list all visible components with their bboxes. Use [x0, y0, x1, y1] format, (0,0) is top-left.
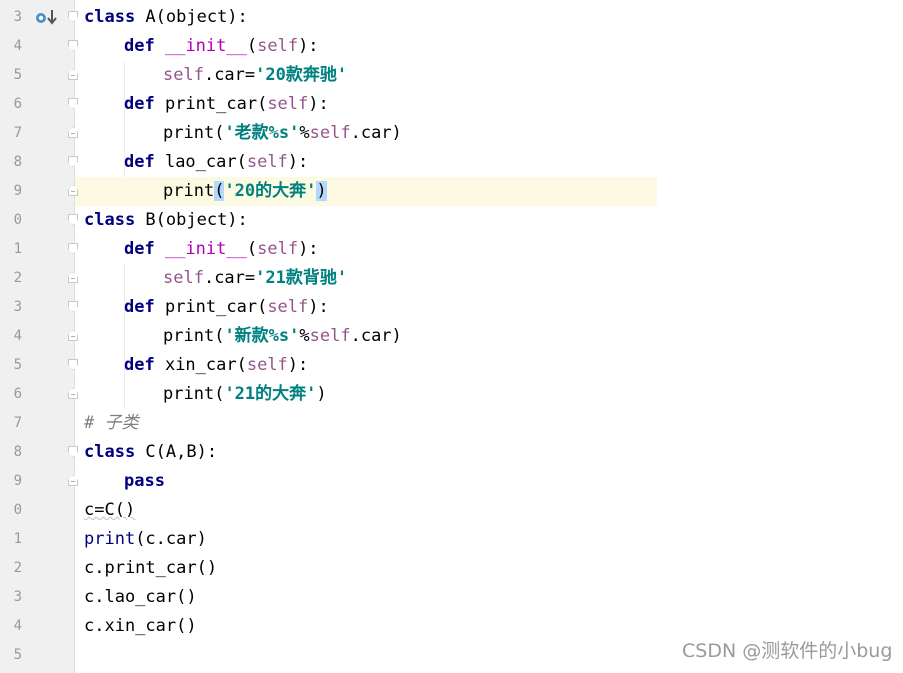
indent-guide	[124, 264, 125, 409]
line-number[interactable]: 1	[13, 531, 22, 547]
line-number[interactable]: 6	[13, 96, 22, 112]
line-number[interactable]: 9	[13, 183, 22, 199]
code-text[interactable]: def print_car(self):	[124, 94, 329, 114]
code-text[interactable]: def lao_car(self):	[124, 152, 309, 172]
line-number[interactable]: 2	[13, 560, 22, 576]
code-text[interactable]: class B(object):	[84, 210, 248, 230]
fold-toggle[interactable]	[68, 214, 78, 225]
code-line[interactable]: 5 self.car='20款奔驰'	[0, 61, 903, 90]
implemented-arrow-icon[interactable]	[47, 9, 57, 25]
line-number[interactable]: 4	[13, 328, 22, 344]
line-number[interactable]: 4	[13, 38, 22, 54]
indent-guide	[124, 61, 125, 206]
line-number[interactable]: 6	[13, 386, 22, 402]
code-text[interactable]: class A(object):	[84, 7, 248, 27]
code-line[interactable]: 4 def __init__(self):	[0, 32, 903, 61]
current-line-highlight	[75, 177, 657, 206]
code-line[interactable]: 2 self.car='21款背驰'	[0, 264, 903, 293]
code-line[interactable]: 1 print(c.car)	[0, 525, 903, 554]
line-number[interactable]: 5	[13, 357, 22, 373]
fold-toggle[interactable]	[68, 40, 78, 51]
fold-toggle[interactable]	[68, 272, 78, 283]
fold-toggle[interactable]	[68, 301, 78, 312]
fold-toggle[interactable]	[68, 98, 78, 109]
code-text[interactable]: def xin_car(self):	[124, 355, 309, 375]
code-line[interactable]: 0 class B(object):	[0, 206, 903, 235]
matched-bracket: )	[316, 181, 327, 201]
code-text[interactable]: def print_car(self):	[124, 297, 329, 317]
code-text[interactable]: c.print_car()	[84, 558, 218, 578]
line-number[interactable]: 9	[13, 473, 22, 489]
line-number[interactable]: 7	[13, 415, 22, 431]
line-number[interactable]: 0	[13, 502, 22, 518]
code-line[interactable]: 9 pass	[0, 467, 903, 496]
code-text[interactable]: print('新款%s'%self.car)	[163, 326, 402, 346]
fold-toggle[interactable]	[68, 388, 78, 399]
code-text[interactable]: pass	[124, 471, 165, 491]
code-text[interactable]: c.xin_car()	[84, 616, 197, 636]
code-line[interactable]: 4 c.xin_car()	[0, 612, 903, 641]
code-line[interactable]: 4 print('新款%s'%self.car)	[0, 322, 903, 351]
code-text[interactable]: c=C()	[84, 500, 136, 520]
code-text[interactable]: self.car='21款背驰'	[163, 268, 348, 288]
fold-toggle[interactable]	[68, 185, 78, 196]
code-line[interactable]: 3 c.lao_car()	[0, 583, 903, 612]
line-number[interactable]: 5	[13, 67, 22, 83]
line-number[interactable]: 7	[13, 125, 22, 141]
code-text[interactable]: self.car='20款奔驰'	[163, 65, 348, 85]
line-number[interactable]: 3	[13, 299, 22, 315]
fold-toggle[interactable]	[68, 69, 78, 80]
comment-text[interactable]: # 子类	[84, 413, 139, 433]
code-text[interactable]: print(c.car)	[84, 529, 207, 549]
code-text[interactable]: c.lao_car()	[84, 587, 197, 607]
code-line[interactable]: 7 print('老款%s'%self.car)	[0, 119, 903, 148]
code-text[interactable]: def __init__(self):	[124, 36, 319, 56]
code-line[interactable]: 2 c.print_car()	[0, 554, 903, 583]
code-line[interactable]: 6 def print_car(self):	[0, 90, 903, 119]
fold-toggle[interactable]	[68, 330, 78, 341]
line-number[interactable]: 2	[13, 270, 22, 286]
code-line[interactable]: 1 def __init__(self):	[0, 235, 903, 264]
watermark: CSDN @测软件的小bug	[682, 640, 893, 662]
fold-toggle[interactable]	[68, 359, 78, 370]
override-method-icon[interactable]	[35, 12, 47, 24]
line-number[interactable]: 3	[13, 589, 22, 605]
line-number[interactable]: 0	[13, 212, 22, 228]
fold-toggle[interactable]	[68, 446, 78, 457]
code-text[interactable]: class C(A,B):	[84, 442, 218, 462]
fold-toggle[interactable]	[68, 243, 78, 254]
code-line[interactable]: 0 c=C()	[0, 496, 903, 525]
code-line[interactable]: 3 def print_car(self):	[0, 293, 903, 322]
line-number[interactable]: 8	[13, 154, 22, 170]
line-number[interactable]: 4	[13, 618, 22, 634]
code-line[interactable]: 7 # 子类	[0, 409, 903, 438]
code-line[interactable]: 5 def xin_car(self):	[0, 351, 903, 380]
fold-toggle[interactable]	[68, 475, 78, 486]
current-code-line[interactable]: 9 print('20的大奔')	[0, 177, 903, 206]
code-text[interactable]: print('老款%s'%self.car)	[163, 123, 402, 143]
line-number[interactable]: 8	[13, 444, 22, 460]
code-line[interactable]: 8 def lao_car(self):	[0, 148, 903, 177]
code-text[interactable]: def __init__(self):	[124, 239, 319, 259]
code-line[interactable]: 3 class A(object):	[0, 3, 903, 32]
code-text[interactable]: print('21的大奔')	[163, 384, 327, 404]
code-line[interactable]: 5	[0, 641, 903, 670]
matched-bracket: (	[214, 181, 225, 201]
code-text[interactable]: print('20的大奔')	[163, 181, 327, 201]
code-line[interactable]: 8 class C(A,B):	[0, 438, 903, 467]
code-line[interactable]: 6 print('21的大奔')	[0, 380, 903, 409]
fold-toggle[interactable]	[68, 156, 78, 167]
line-number[interactable]: 1	[13, 241, 22, 257]
fold-toggle[interactable]	[68, 127, 78, 138]
fold-toggle[interactable]	[68, 11, 78, 22]
line-number[interactable]: 3	[13, 9, 22, 25]
line-number[interactable]: 5	[13, 647, 22, 663]
